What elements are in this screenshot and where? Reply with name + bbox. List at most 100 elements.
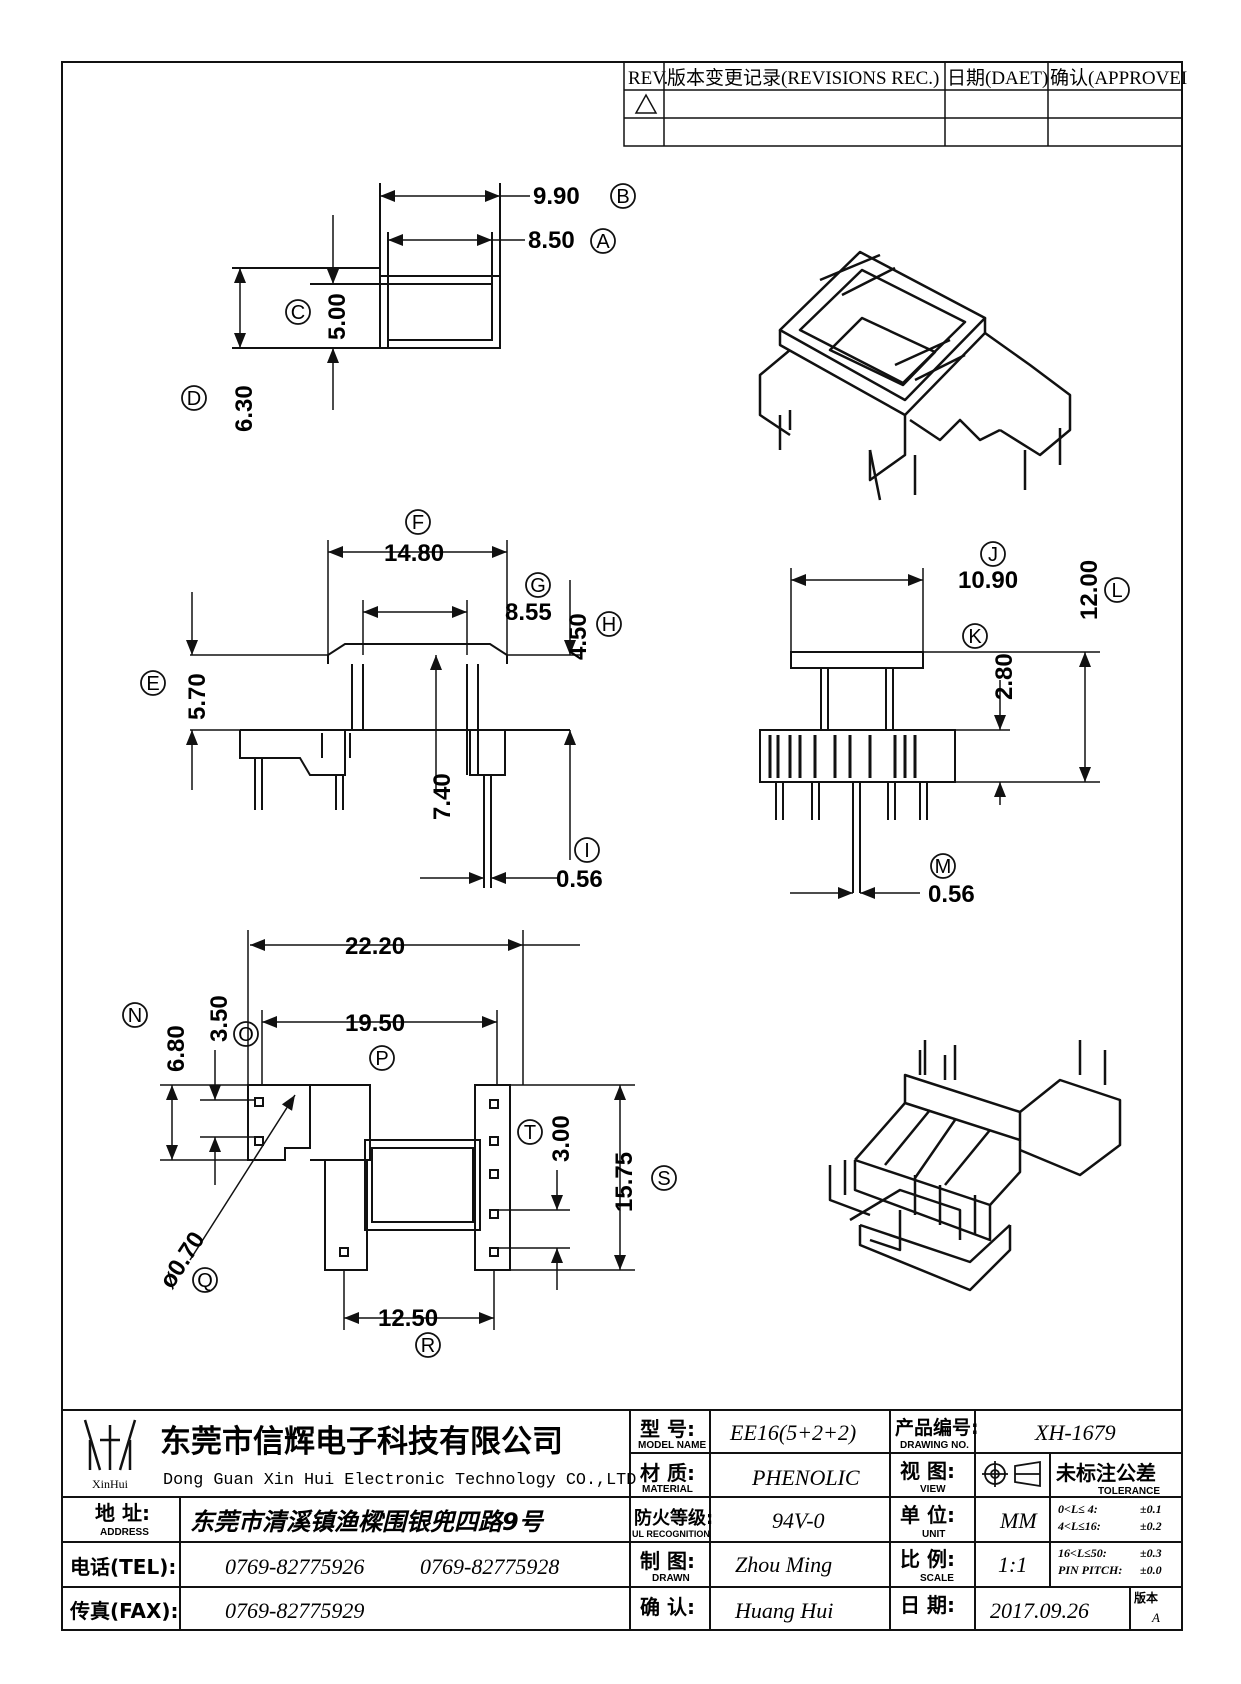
callout-q: Q <box>197 1270 213 1292</box>
callout-f: F <box>412 512 424 534</box>
scale-value: 1:1 <box>998 1552 1027 1577</box>
callout-p: P <box>375 1048 388 1070</box>
callout-k: K <box>968 626 982 648</box>
date-header: 日期(DAET) <box>947 67 1048 89</box>
callout-r: R <box>421 1335 435 1357</box>
unit-label: 单 位: <box>900 1503 955 1527</box>
date-label: 日 期: <box>900 1593 955 1617</box>
dim-2-80: 2.80 <box>991 653 1018 700</box>
model-label: 型 号: <box>640 1417 695 1441</box>
dim-0-56-side: 0.56 <box>928 881 975 908</box>
model-value: EE16(5+2+2) <box>729 1420 856 1445</box>
side-view <box>759 651 956 893</box>
callout-e: E <box>146 673 159 695</box>
revision-block <box>623 61 1183 147</box>
model-label-en: MODEL NAME <box>638 1440 706 1451</box>
callout-l: L <box>1111 580 1122 602</box>
material-label-en: MATERIAL <box>642 1484 693 1495</box>
dim-8-55: 8.55 <box>505 599 552 626</box>
sheet-border <box>61 61 1183 1631</box>
date-value: 2017.09.26 <box>990 1598 1089 1623</box>
logo-caption: XinHui <box>92 1477 129 1491</box>
fax-label: 传真(FAX): <box>69 1599 179 1623</box>
dim-8-50: 8.50 <box>528 227 575 254</box>
callout-b: B <box>616 186 629 208</box>
tolerance-label: 未标注公差 <box>1056 1461 1156 1485</box>
ul-label-en: UL RECOGNITION <box>632 1529 710 1539</box>
callout-j: J <box>988 544 998 566</box>
bottom-view-dims <box>160 930 635 1330</box>
callout-d: D <box>187 388 201 410</box>
callout-m: M <box>935 856 952 878</box>
isometric-view-top <box>758 250 1072 501</box>
company-cn: 东莞市信辉电子科技有限公司 <box>160 1424 563 1460</box>
title-block-grid <box>62 1409 1182 1630</box>
view-label: 视 图: <box>900 1459 955 1483</box>
side-view-hatching <box>768 735 917 778</box>
projection-symbol-icon <box>982 1460 1041 1488</box>
tolerance-range: PIN PITCH: <box>1058 1563 1122 1577</box>
front-view <box>239 643 570 888</box>
dim-7-40: 7.40 <box>429 773 456 820</box>
callout-a: A <box>596 231 610 253</box>
dim-0-56-front: 0.56 <box>556 866 603 893</box>
unit-label-en: UNIT <box>922 1529 945 1540</box>
fax: 0769-82775929 <box>225 1598 364 1623</box>
callout-h: H <box>602 614 616 636</box>
callout-t: T <box>524 1122 536 1144</box>
tolerance-label-en: TOLERANCE <box>1098 1486 1160 1497</box>
dim-9-90: 9.90 <box>533 183 580 210</box>
callouts <box>122 183 1130 1358</box>
drawn-value: Zhou Ming <box>735 1552 832 1577</box>
tolerance-range: 0<L≤ 4: <box>1058 1502 1098 1516</box>
callout-c: C <box>291 302 305 324</box>
tolerance-value: ±0.3 <box>1140 1546 1162 1560</box>
dim-14-80: 14.80 <box>384 540 444 567</box>
dim-15-75: 15.75 <box>611 1152 638 1212</box>
dim-3-50: 3.50 <box>206 995 233 1042</box>
tolerance-range: 4<L≤16: <box>1057 1519 1101 1533</box>
callout-o: O <box>238 1024 254 1046</box>
rev-header: REV. <box>628 68 668 89</box>
address-label-en: ADDRESS <box>100 1527 149 1538</box>
dim-5-70: 5.70 <box>184 673 211 720</box>
callout-s: S <box>657 1168 670 1190</box>
front-view-dims <box>186 540 580 884</box>
tel-label: 电话(TEL): <box>70 1555 176 1579</box>
xinhui-logo <box>83 1419 137 1471</box>
drawn-label-en: DRAWN <box>652 1573 690 1584</box>
view-label-en: VIEW <box>920 1484 946 1495</box>
dim-12-00: 12.00 <box>1076 560 1103 620</box>
material-value: PHENOLIC <box>751 1465 860 1490</box>
drawing-no-label-en: DRAWING NO. <box>900 1440 969 1451</box>
callout-n: N <box>128 1005 142 1027</box>
confirm-value: Huang Hui <box>734 1598 833 1623</box>
company-en: Dong Guan Xin Hui Electronic Technology … <box>163 1471 636 1490</box>
approve-header: 确认(APPROVEI <box>1050 67 1187 89</box>
tolerance-range: 16<L≤50: <box>1058 1546 1107 1560</box>
side-view-dims <box>790 568 1100 899</box>
address: 东莞市清溪镇渔樑围银兜四路9号 <box>190 1508 545 1536</box>
drawn-label: 制 图: <box>640 1549 695 1573</box>
dim-22-20: 22.20 <box>345 933 405 960</box>
dim-5-00: 5.00 <box>324 293 351 340</box>
dim-4-50: 4.50 <box>565 613 592 660</box>
callout-letters: A B C D E F G H I J K L M N O P Q R S T <box>128 186 1123 1357</box>
callout-g: G <box>530 575 546 597</box>
top-view-dims <box>234 190 530 410</box>
dim-3-00: 3.00 <box>548 1115 575 1162</box>
ul-label: 防火等级: <box>634 1507 713 1529</box>
unit-value: MM <box>999 1508 1038 1533</box>
tolerance-value: ±0.2 <box>1140 1519 1162 1533</box>
confirm-label: 确 认: <box>640 1595 695 1619</box>
dim-10-90: 10.90 <box>958 567 1018 594</box>
dim-6-80: 6.80 <box>163 1025 190 1072</box>
version-value: A <box>1151 1610 1160 1625</box>
address-label: 地 址: <box>95 1501 150 1525</box>
top-view <box>232 183 501 349</box>
bottom-view <box>247 1084 511 1271</box>
isometric-view-bottom <box>828 1040 1122 1292</box>
ul-value: 94V-0 <box>772 1508 825 1533</box>
tolerance-value: ±0.0 <box>1140 1563 1162 1577</box>
